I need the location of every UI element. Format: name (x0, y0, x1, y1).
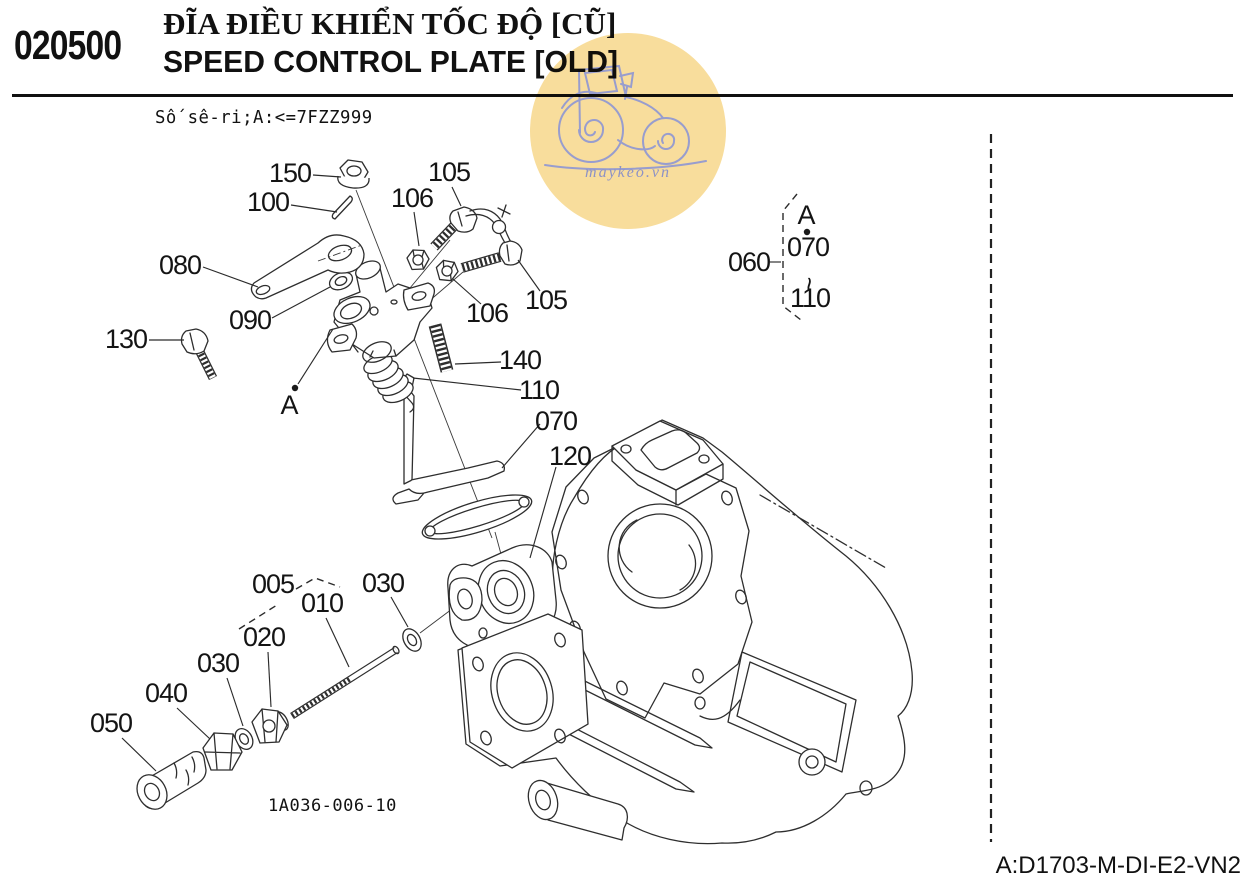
bolt-105-lower-drawing (462, 241, 522, 268)
part-callout-050: 050 (90, 708, 132, 738)
part-callout-110: 110 (519, 375, 559, 405)
part-callout-030: 030 (197, 648, 239, 678)
gasket-120-drawing (418, 486, 536, 548)
speed-control-plate-drawing (327, 257, 434, 366)
callout-dot-A (291, 384, 299, 392)
lever-arm-080-drawing (251, 235, 364, 299)
washer-090-drawing (327, 269, 355, 293)
callout-leader-105 (452, 187, 461, 206)
part-callout-A: A (280, 390, 298, 420)
part-callout-080: 080 (159, 250, 201, 280)
callout-leader-030 (227, 678, 243, 726)
part-callout-060: 060 (728, 247, 770, 277)
case-boss-cylinder (524, 777, 628, 840)
callout-leader-010 (326, 618, 349, 667)
callout-leader-140 (455, 362, 501, 364)
part-callout-150: 150 (269, 158, 311, 188)
callout-leader-A (298, 329, 333, 384)
part-callout-100: 100 (247, 187, 289, 217)
callout-leader-040 (177, 708, 210, 739)
figure-drawing-number: 1A036-006-10 (268, 796, 397, 816)
group-bracket-005 (239, 578, 340, 629)
bellcrank-link-drawing (466, 205, 517, 251)
nut-020-drawing (252, 709, 291, 743)
bolt-130-drawing (182, 329, 214, 378)
front-flange-drawing (462, 614, 588, 768)
callout-leader-050 (122, 738, 156, 771)
part-callout-~: ~ (794, 277, 824, 292)
callout-leader-090 (272, 287, 330, 318)
part-callout-070: 070 (535, 406, 577, 436)
part-callout-010: 010 (301, 588, 343, 618)
bolt-105-upper-drawing (434, 207, 477, 247)
part-callout-106: 106 (391, 183, 433, 213)
callout-leader-105 (518, 260, 540, 291)
model-code: A:D1703-M-DI-E2-VN2 (995, 852, 1241, 878)
serial-range-note: Số sê-ri;A:<=7FZZ999 (155, 107, 373, 128)
part-callout-140: 140 (499, 345, 541, 375)
part-callout-105: 105 (525, 285, 567, 315)
callout-dot-A (803, 228, 811, 236)
part-callout-106: 106 (466, 298, 508, 328)
part-callout-005: 005 (252, 569, 294, 599)
callout-leader-106 (414, 212, 419, 246)
part-callout-070: 070 (787, 232, 829, 262)
callout-leader-070 (502, 424, 540, 468)
stud-140-drawing (435, 325, 447, 371)
part-callout-120: 120 (549, 441, 591, 471)
callout-leader-120 (530, 467, 556, 558)
part-callout-040: 040 (145, 678, 187, 708)
callout-leader-080 (203, 267, 258, 287)
callout-leader-150 (313, 175, 341, 177)
pin-100-drawing (332, 196, 352, 219)
section-code: 020500 (14, 22, 122, 68)
washer-030-right-drawing (399, 626, 425, 655)
nut-106-upper-drawing (406, 249, 430, 271)
part-callout-A: A (797, 200, 815, 230)
callout-leader-106 (453, 279, 481, 304)
sleeve-050-drawing (131, 752, 206, 815)
hex-cap-040-drawing (203, 733, 242, 770)
callout-leader-020 (268, 652, 271, 707)
callout-leader-030 (391, 597, 408, 627)
part-callout-090: 090 (229, 305, 271, 335)
intake-flange-drawing (612, 421, 723, 505)
part-callout-130: 130 (105, 324, 147, 354)
part-callout-030: 030 (362, 568, 404, 598)
part-callout-105: 105 (428, 157, 470, 187)
rod-010-drawing (292, 645, 400, 716)
part-callout-020: 020 (243, 622, 285, 652)
callout-leader-100 (291, 205, 337, 212)
callout-leader-110 (413, 378, 521, 390)
crankcase-drawing (448, 420, 913, 844)
flange-nut-150-drawing (338, 160, 369, 188)
part-callout-110: 110 (790, 283, 830, 313)
spring-110-drawing (361, 351, 416, 412)
